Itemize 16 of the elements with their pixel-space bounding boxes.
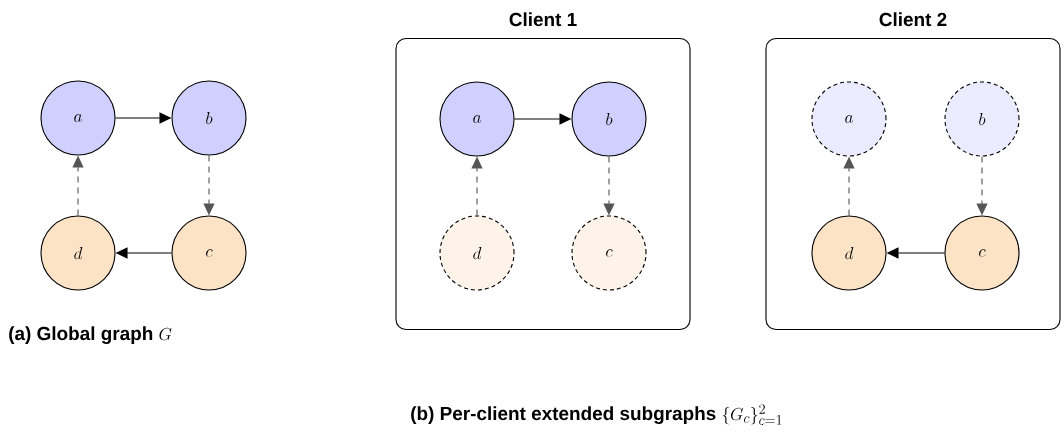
panel-heading: Client 2	[879, 12, 947, 27]
dashed-circle-node: $d$	[439, 215, 515, 291]
circle-node: $b$	[171, 80, 247, 156]
panel-heading: Client 1	[509, 12, 577, 27]
circle-node: $d$	[811, 215, 887, 291]
circle-node: $c$	[944, 215, 1020, 291]
circle-node: $c$	[171, 215, 247, 291]
circle-node: $a$	[40, 80, 116, 156]
dashed-circle-node: $c$	[571, 215, 647, 291]
dashed-circle-node: $a$	[811, 81, 887, 157]
circle-node: $d$	[40, 215, 116, 291]
circle-node: $b$	[571, 81, 647, 157]
caption: (a) Global graph $G$	[9, 326, 172, 344]
circle-node: $a$	[439, 81, 515, 157]
caption: (b) Per-client extended subgraphs $\{G_c\}_{c=1}^{2}$	[411, 404, 782, 425]
dashed-circle-node: $b$	[944, 81, 1020, 157]
